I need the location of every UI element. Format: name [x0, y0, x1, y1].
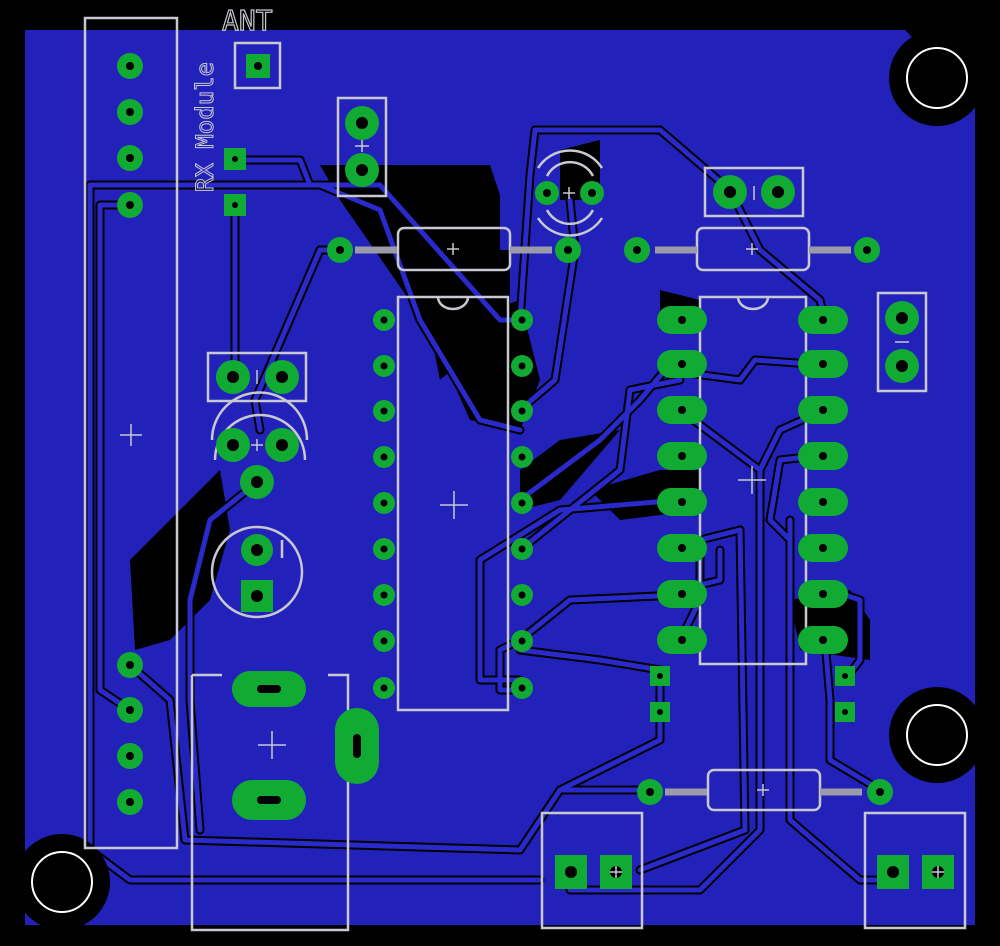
mounting-hole-icon: [14, 834, 110, 930]
rx-module-outline: [83, 16, 179, 850]
mounting-hole-icon: [889, 687, 985, 783]
dip16-right-pads: [798, 306, 848, 654]
ant-label: ANT: [222, 4, 273, 37]
pads: [117, 53, 954, 889]
mounting-hole-icon: [889, 30, 985, 126]
silkscreen: [83, 16, 967, 932]
mounting-holes: [14, 30, 985, 930]
rx-module-label: RX Module: [191, 62, 219, 192]
polarity-marks: [251, 140, 944, 878]
component-leads: [355, 246, 862, 796]
